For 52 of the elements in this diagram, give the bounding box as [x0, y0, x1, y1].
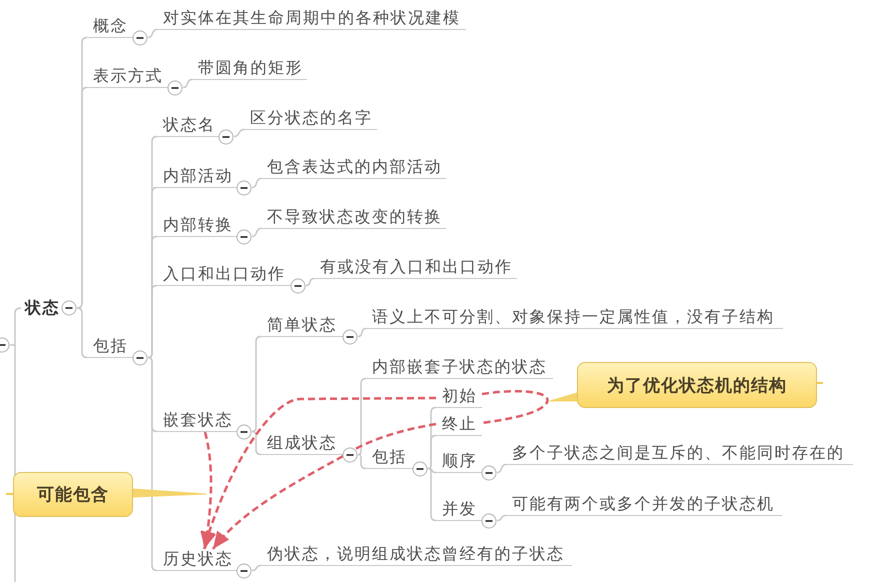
branch-line	[182, 78, 192, 88]
callout-pointer	[132, 488, 206, 498]
branch-line	[357, 378, 366, 456]
topic-label: 对实体在其生命周期中的各种状况建模	[157, 8, 466, 30]
topic-label: 带圆角的矩形	[192, 58, 307, 80]
topic-label: 不导致状态改变的转换	[261, 207, 446, 229]
branch-line	[358, 328, 366, 338]
topic-label: 入口和出口动作	[157, 264, 291, 286]
branch-line	[76, 307, 88, 358]
topic-label: 有或没有入口和出口动作	[314, 257, 517, 279]
topic-label: 伪状态，说明组成状态曾经有的子状态	[261, 544, 572, 566]
branch-line	[234, 128, 244, 138]
topic-label: 终止	[436, 414, 482, 436]
branch-line	[428, 468, 436, 474]
dashed-arrow	[212, 422, 436, 550]
branch-line	[427, 468, 436, 522]
topic-label: 包含表达式的内部活动	[261, 157, 446, 179]
branch-line	[357, 454, 366, 470]
topic-label: 内部转换	[157, 215, 237, 237]
branch-line	[496, 514, 506, 522]
branch-line	[252, 564, 262, 572]
main-topic: 状态	[23, 297, 61, 319]
topic-label: 语义上不可分割、对象保持一定属性值，没有子结构	[366, 307, 783, 329]
topic-label: 简单状态	[261, 315, 343, 337]
topic-label: 初始	[436, 386, 482, 408]
branch-line	[306, 278, 314, 286]
callout-pointer	[550, 392, 578, 402]
branch-line	[252, 178, 262, 188]
branch-line	[251, 430, 262, 456]
callout-box: 为了优化状态机的结构	[577, 362, 817, 408]
topic-label: 区分状态的名字	[244, 108, 377, 130]
topic-label: 可能有两个或多个并发的子状态机	[506, 494, 782, 516]
topic-label: 表示方式	[87, 66, 168, 88]
branch-line	[76, 86, 88, 309]
branch-line	[251, 336, 262, 432]
dashed-arrow	[202, 396, 436, 550]
branch-line	[10, 307, 22, 346]
branch-line	[496, 464, 506, 474]
topic-label: 嵌套状态	[157, 410, 237, 432]
topic-label: 内部嵌套子状态的状态	[366, 357, 553, 379]
dashed-arrow	[200, 432, 215, 550]
branch-line	[252, 228, 262, 238]
branch-line	[427, 434, 436, 470]
branch-line	[147, 284, 158, 358]
topic-label: 多个子状态之间是互斥的、不能同时存在的	[506, 443, 853, 465]
branch-line	[148, 28, 158, 38]
topic-label: 状态名	[157, 115, 219, 137]
branch-line	[147, 356, 158, 572]
topic-label: 内部活动	[157, 166, 237, 188]
topic-label: 历史状态	[157, 549, 237, 571]
callout-box: 可能包含	[13, 472, 133, 517]
topic-label: 组成状态	[261, 433, 343, 455]
